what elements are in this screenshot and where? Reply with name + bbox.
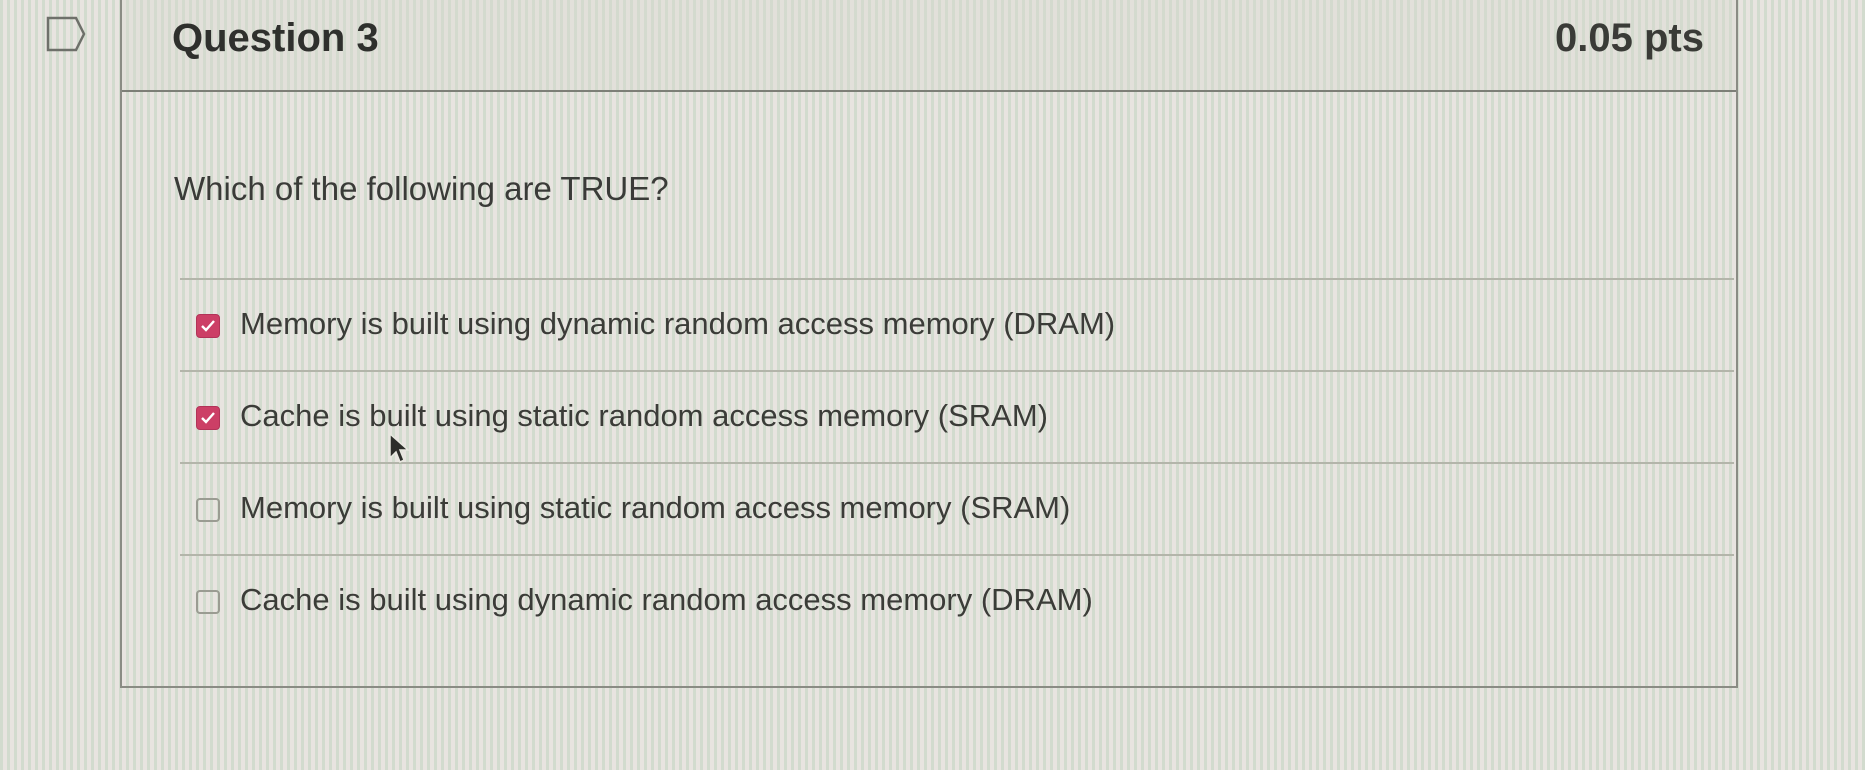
answer-list: Memory is built using dynamic random acc… (180, 278, 1734, 646)
question-prompt: Which of the following are TRUE? (174, 170, 669, 207)
flag-question-icon[interactable] (46, 16, 86, 52)
mouse-pointer-icon (389, 432, 410, 464)
checkbox-unchecked[interactable] (196, 498, 220, 522)
answer-option[interactable]: Cache is built using dynamic random acce… (180, 554, 1734, 646)
answer-label: Cache is built using dynamic random acce… (240, 582, 1093, 617)
checkbox-unchecked[interactable] (196, 590, 220, 614)
answer-option[interactable]: Memory is built using static random acce… (180, 462, 1734, 554)
question-card: Question 3 0.05 pts Which of the followi… (120, 0, 1738, 688)
answer-option[interactable]: Cache is built using static random acces… (180, 370, 1734, 462)
answer-option[interactable]: Memory is built using dynamic random acc… (180, 278, 1734, 370)
checkbox-checked[interactable] (196, 406, 220, 430)
checkbox-checked[interactable] (196, 314, 220, 338)
question-header: Question 3 0.05 pts (122, 0, 1736, 92)
answer-label: Memory is built using static random acce… (240, 490, 1071, 525)
question-title: Question 3 (172, 16, 379, 60)
answer-label: Cache is built using static random acces… (240, 398, 1048, 433)
question-points: 0.05 pts (1555, 16, 1704, 60)
check-icon (201, 412, 215, 424)
check-icon (201, 320, 215, 332)
answer-label: Memory is built using dynamic random acc… (240, 306, 1116, 341)
